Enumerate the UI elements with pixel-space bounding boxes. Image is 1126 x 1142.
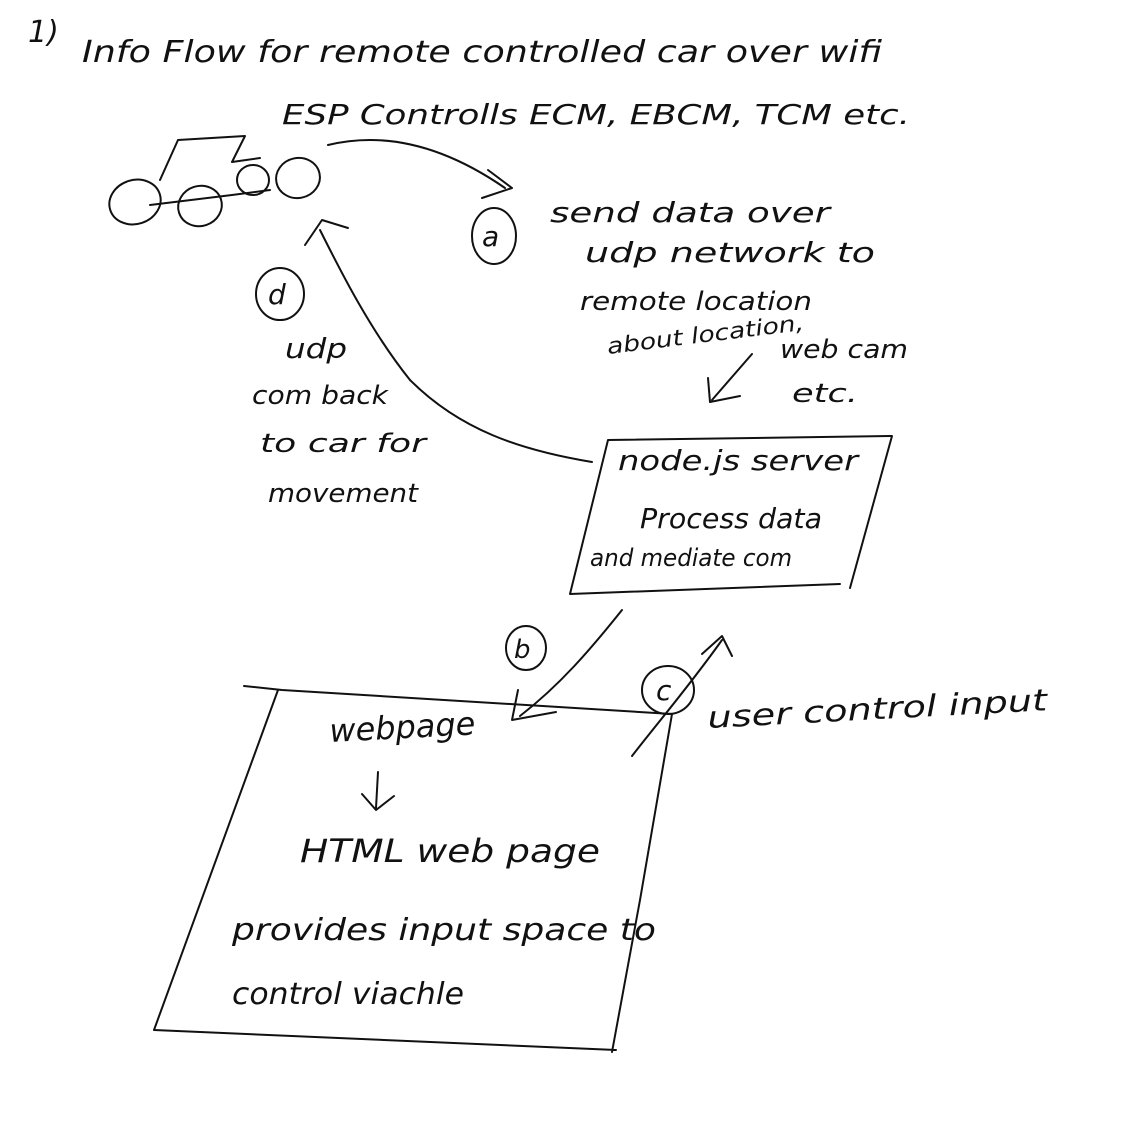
- step-b-marker: b: [505, 625, 547, 671]
- step-a-line-2: udp network to: [585, 236, 875, 269]
- svg-text:b: b: [514, 635, 531, 665]
- server-title: node.js server: [618, 444, 860, 477]
- webpage-box: [153, 685, 673, 1053]
- arrow-server-to-webpage: [519, 609, 623, 717]
- arrow-server-to-webpage-head: [511, 689, 557, 721]
- car-sketch: [108, 135, 321, 228]
- step-a-line-6: etc.: [792, 379, 858, 409]
- server-line-1: Process data: [640, 502, 822, 535]
- svg-text:a: a: [482, 220, 499, 253]
- webpage-title: webpage: [328, 704, 476, 750]
- step-d-line-3: to car for: [260, 429, 429, 459]
- step-c-label: user control input: [707, 683, 1050, 736]
- step-d-marker: d: [255, 267, 305, 321]
- webpage-down-arrow: [361, 771, 395, 811]
- step-a-marker: a: [471, 207, 517, 265]
- svg-text:d: d: [268, 278, 286, 311]
- step-c-marker: c: [641, 665, 695, 715]
- step-a-line-4: about location,: [606, 311, 806, 360]
- webpage-line-3: control viachle: [232, 977, 464, 1012]
- arrow-a-to-server-head: [707, 377, 741, 403]
- arrow-server-to-car: [319, 229, 593, 463]
- arrow-server-to-car-head: [304, 219, 349, 246]
- step-a-line-1: send data over: [550, 196, 832, 229]
- server-box: [569, 435, 893, 595]
- arrow-webpage-to-server-head: [701, 635, 733, 657]
- webpage-line-2: provides input space to: [231, 913, 656, 948]
- svg-text:c: c: [656, 674, 672, 707]
- step-d-line-4: movement: [268, 479, 419, 509]
- step-d-line-2: com back: [252, 381, 389, 411]
- server-line-2: and mediate com: [590, 544, 792, 572]
- title-line-2: ESP Controlls ECM, EBCM, TCM etc.: [282, 98, 910, 131]
- step-a-line-5: web cam: [780, 335, 908, 365]
- arrow-a-to-server: [711, 353, 753, 401]
- title-number: 1): [28, 15, 59, 50]
- step-a-line-3: remote location: [580, 287, 812, 317]
- step-d-line-1: udp: [285, 332, 347, 365]
- webpage-line-1: HTML web page: [300, 832, 600, 870]
- title-line-1: Info Flow for remote controlled car over…: [82, 35, 883, 70]
- arrow-car-to-a: [327, 139, 506, 189]
- arrow-webpage-to-server: [631, 639, 723, 757]
- arrow-car-to-a-head: [481, 169, 513, 199]
